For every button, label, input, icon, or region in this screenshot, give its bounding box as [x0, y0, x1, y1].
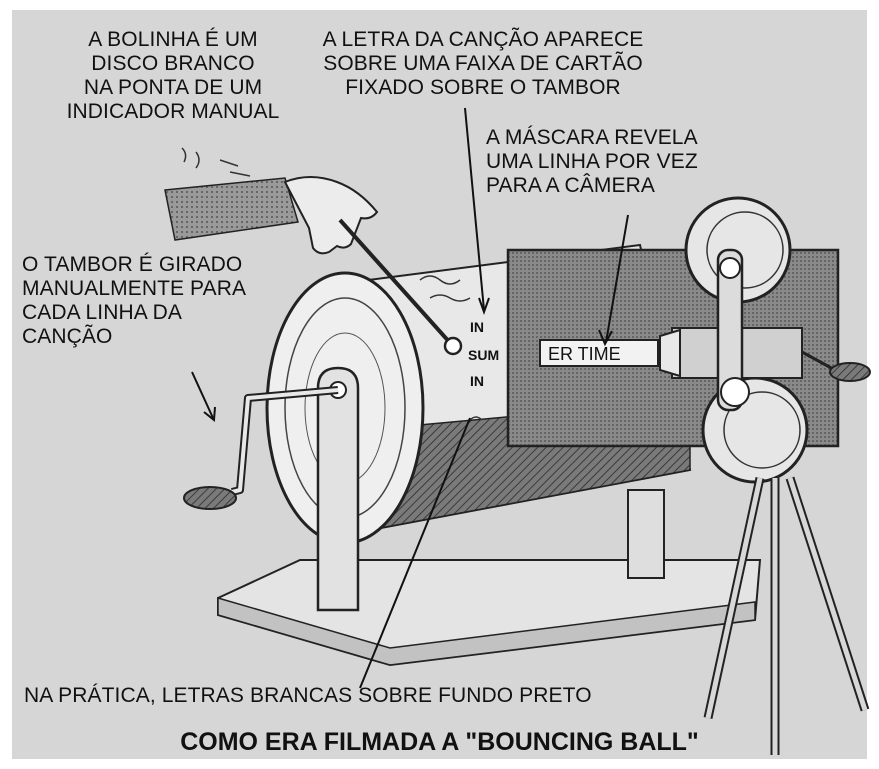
page-title: COMO ERA FILMADA A "BOUNCING BALL": [180, 728, 699, 756]
hand-with-pointer: [164, 147, 463, 356]
drum-lyric-3: IN: [470, 373, 484, 389]
base-board: [217, 559, 762, 667]
label-lyrics-strip: A LETRA DA CANÇÃO APARECE SOBRE UMA FAIX…: [322, 28, 644, 99]
tripod: [703, 476, 870, 755]
drum-lyric-1: IN: [470, 319, 484, 335]
crank-handle: [183, 386, 339, 510]
label-in-practice: NA PRÁTICA, LETRAS BRANCAS SOBRE FUNDO P…: [24, 684, 592, 707]
left-support: [316, 366, 360, 612]
right-support: [627, 489, 665, 579]
camera: [659, 196, 871, 484]
label-bouncing-ball-disc: A BOLINHA É UM DISCO BRANCO NA PONTA DE …: [66, 28, 280, 123]
drum-lyrics: IN SUM IN: [468, 319, 499, 389]
leader-lines: [191, 107, 629, 689]
label-mask: A MÁSCARA REVELA UMA LINHA POR VEZ PARA …: [486, 126, 698, 197]
label-drum-rotation: O TAMBOR É GIRADO MANUALMENTE PARA CADA …: [22, 253, 247, 348]
drum-lyric-2: SUM: [468, 347, 499, 363]
bouncing-ball-disc: [443, 336, 463, 356]
mask-window-text: ER TIME: [548, 344, 621, 364]
